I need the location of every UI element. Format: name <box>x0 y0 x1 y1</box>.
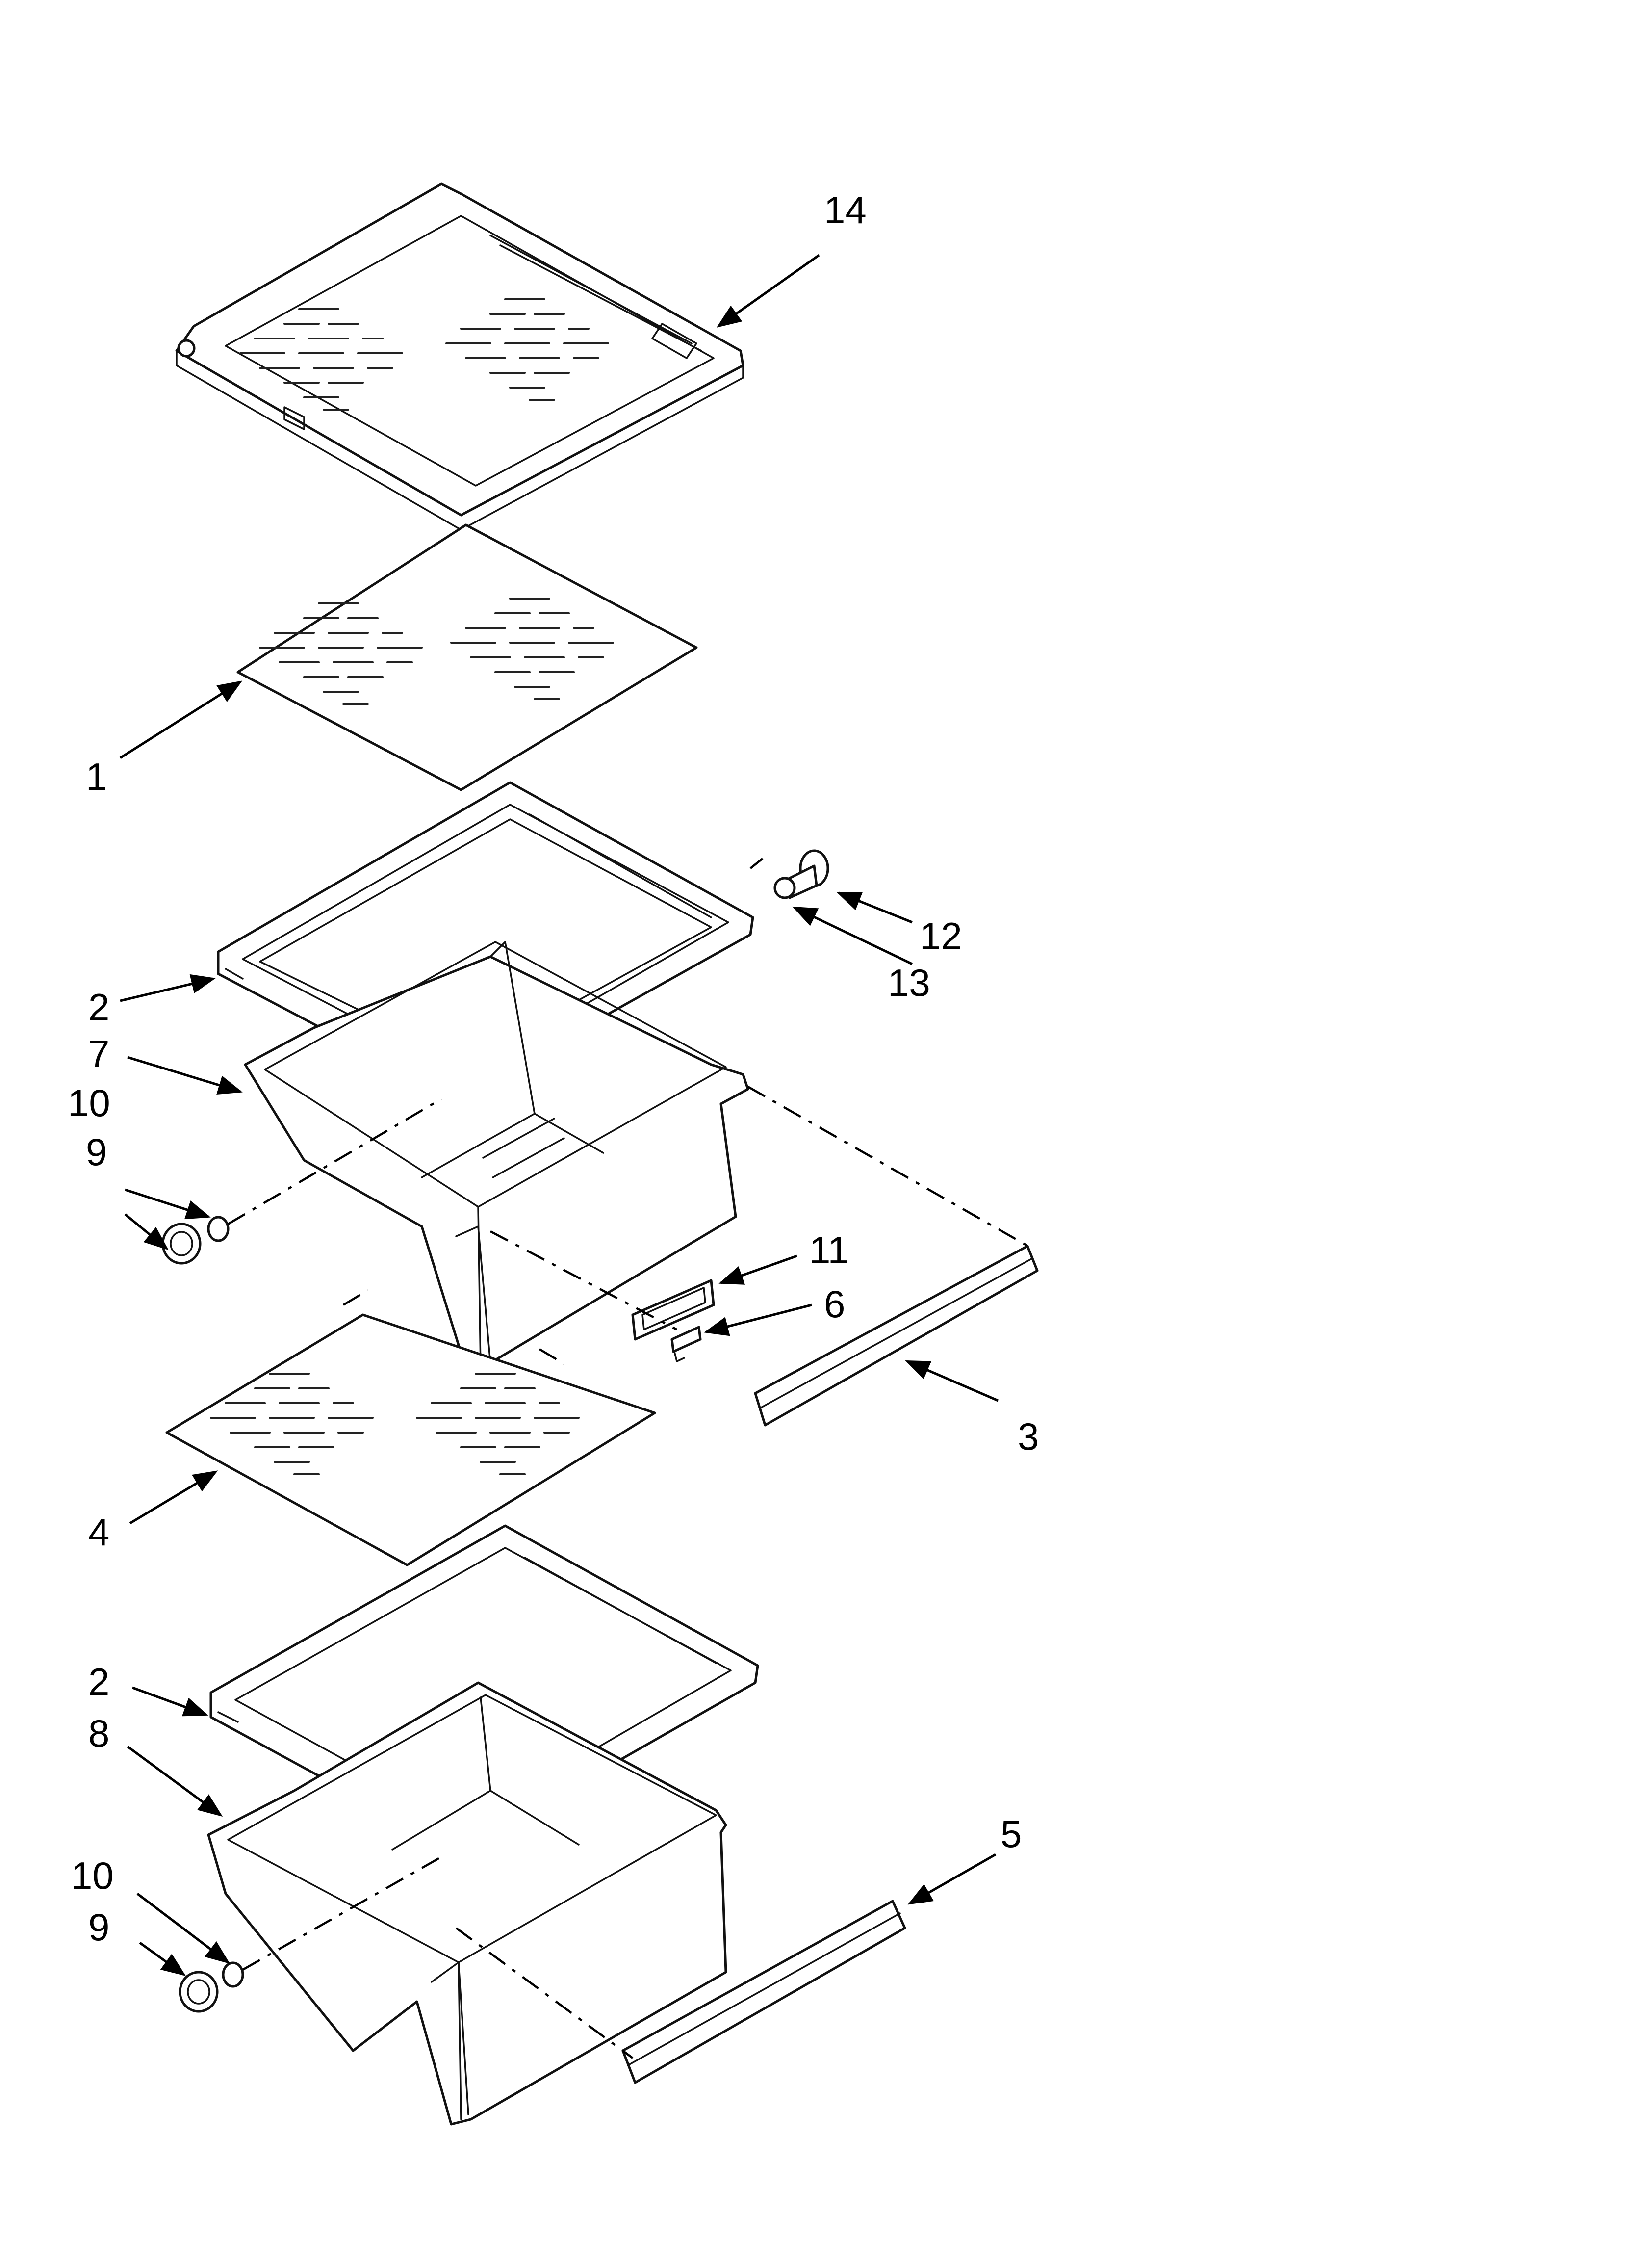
callout-9-upper: 9 <box>86 1130 107 1173</box>
callout-4: 4 <box>88 1511 109 1554</box>
crisper-pan-upper <box>244 941 749 1370</box>
callout-10-lower: 10 <box>71 1854 114 1897</box>
slide-clip-part <box>670 1326 702 1362</box>
crisper-trim-upper <box>754 1245 1039 1427</box>
callout-14: 14 <box>824 188 867 232</box>
hinge-pin-part <box>773 849 829 899</box>
callout-11: 11 <box>809 1228 849 1272</box>
callout-1: 1 <box>86 755 107 798</box>
callout-2-lower: 2 <box>88 1660 109 1703</box>
slide-cover-part <box>631 1279 715 1341</box>
crisper-pan-lower <box>207 1681 727 2126</box>
shelf-frame-assembly <box>175 182 744 531</box>
callout-7: 7 <box>88 1032 109 1075</box>
leader-arrows <box>119 254 999 1976</box>
callout-5: 5 <box>1001 1812 1022 1855</box>
callout-10-upper: 10 <box>68 1081 110 1124</box>
callout-12: 12 <box>920 914 962 958</box>
roller-upper <box>161 1216 230 1265</box>
crisper-trim-lower <box>621 1900 906 2084</box>
roller-lower <box>179 1961 244 2013</box>
glass-shelf-insert <box>236 523 698 791</box>
callout-13: 13 <box>888 961 930 1004</box>
callout-9-lower: 9 <box>88 1905 109 1949</box>
callout-labels: 14 1 12 13 2 7 10 9 11 6 3 4 2 8 5 10 9 <box>68 188 1039 1949</box>
callout-6: 6 <box>824 1282 845 1326</box>
callout-8: 8 <box>88 1712 109 1755</box>
callout-2-upper: 2 <box>88 986 109 1029</box>
callout-3: 3 <box>1018 1415 1039 1458</box>
lower-glass-insert <box>165 1313 656 1566</box>
assembly-lines <box>227 858 1033 2059</box>
